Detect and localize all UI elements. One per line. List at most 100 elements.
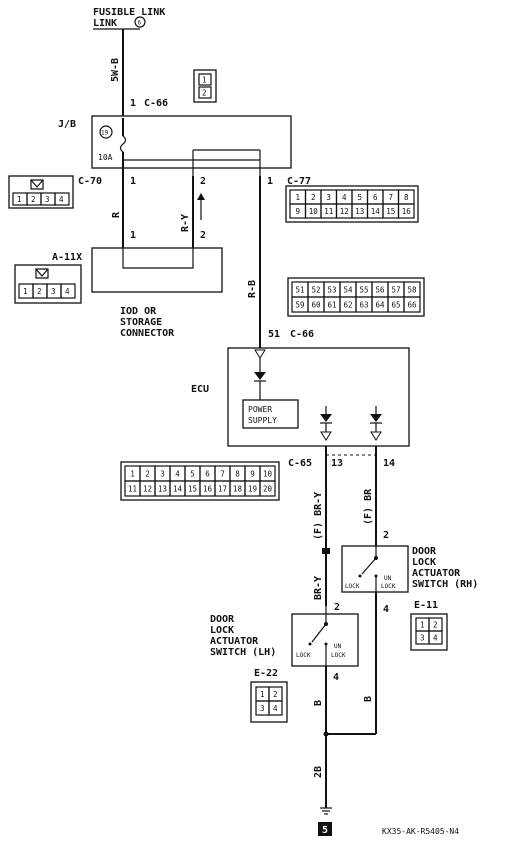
iod-label-line-3: CONNECTOR bbox=[120, 328, 175, 339]
wire-bry-splice bbox=[322, 548, 330, 554]
c66-ecu-face-pin bbox=[403, 296, 421, 313]
ecu-input-pin: 51 bbox=[268, 329, 280, 340]
jb-label: J/B bbox=[58, 119, 76, 130]
iod-pin-1: 1 bbox=[130, 230, 136, 241]
jb-pin-1b: 1 bbox=[267, 176, 273, 187]
c65-face-pin-label: 17 bbox=[218, 485, 227, 494]
c70-face-pin-3-label: 3 bbox=[45, 195, 50, 204]
iod-connector-name: A-11X bbox=[52, 252, 82, 263]
c77-face-pin-label: 13 bbox=[355, 207, 364, 216]
c77-face-pin-label: 16 bbox=[402, 207, 412, 216]
c65-face-pin-label: 7 bbox=[220, 470, 225, 479]
c77-label: C-77 bbox=[287, 176, 311, 187]
c70-face-key bbox=[30, 179, 44, 190]
c70-label: C-70 bbox=[78, 176, 102, 187]
c66-face-top-pin-2-label: 2 bbox=[202, 89, 207, 98]
c66-face-top-pin-2 bbox=[198, 86, 212, 99]
jb-pin-1: 1 bbox=[130, 176, 136, 187]
wire-rb-label: R-B bbox=[247, 280, 258, 298]
e11-face-pin-4-label: 4 bbox=[433, 634, 438, 643]
a11x-face-pin-4-label: 4 bbox=[65, 287, 70, 296]
wire-r-label: R bbox=[111, 211, 122, 218]
a11x-face-key bbox=[35, 268, 49, 279]
c77-face-pin-label: 2 bbox=[311, 193, 316, 202]
c77-face-pin-label: 9 bbox=[295, 207, 300, 216]
fusible-link-number-circle bbox=[134, 16, 146, 28]
c70-face-pin-4-label: 4 bbox=[59, 195, 64, 204]
switch-lh-pin-2: 2 bbox=[334, 602, 340, 613]
switch-rh-state-lock: LOCK bbox=[345, 583, 360, 590]
wire-5wb-label: 5W-B bbox=[110, 58, 121, 82]
c77-face-pin-label: 11 bbox=[324, 207, 333, 216]
c66-ecu-face-pin-label: 59 bbox=[295, 301, 304, 310]
iod-internal-link bbox=[122, 248, 194, 269]
switch-lh-label-3: ACTUATOR bbox=[210, 636, 259, 647]
c65-face-pin-label: 11 bbox=[128, 485, 137, 494]
switch-lh-state-un: UN bbox=[334, 643, 342, 650]
c66-ecu-face-pin-label: 66 bbox=[407, 301, 417, 310]
c66-ecu-face-pin-label: 57 bbox=[391, 286, 400, 295]
power-supply-line-2: SUPPLY bbox=[248, 416, 277, 425]
switch-lh-blade bbox=[311, 623, 327, 643]
c65-face-pin-label: 12 bbox=[143, 485, 152, 494]
ecu-out-pin-13: 13 bbox=[331, 458, 343, 469]
fuse-number-circle bbox=[99, 125, 113, 139]
e22-face-pin-4-label: 4 bbox=[273, 704, 278, 713]
switch-lh-state-lock-2: LOCK bbox=[331, 652, 346, 659]
c65-face-pin-label: 14 bbox=[173, 485, 183, 494]
ecu-label: ECU bbox=[191, 384, 209, 395]
c77-face-pin-label: 8 bbox=[404, 193, 409, 202]
c77-face-pin-label: 10 bbox=[309, 207, 319, 216]
a11x-face-pin-3-label: 3 bbox=[51, 287, 56, 296]
switch-rh-label-3: ACTUATOR bbox=[412, 568, 461, 579]
switch-rh-pin-2: 2 bbox=[383, 530, 389, 541]
c65-face-pin-label: 16 bbox=[203, 485, 213, 494]
ecu-output-arrow-2 bbox=[370, 431, 382, 441]
c77-face-pin-label: 1 bbox=[295, 193, 300, 202]
jb-top-pin: 1 bbox=[130, 98, 136, 109]
c77-face-pin-label: 3 bbox=[326, 193, 331, 202]
wire-bry-label: BR-Y bbox=[313, 576, 324, 600]
c77-face-pin-label: 7 bbox=[388, 193, 393, 202]
iod-pin-2: 2 bbox=[200, 230, 206, 241]
e22-face-pin-4 bbox=[268, 700, 283, 716]
wire-f-bry-label: (F) BR-Y bbox=[313, 492, 324, 540]
a11x-face-pin-4 bbox=[60, 283, 76, 299]
wire-2b-label: 2B bbox=[313, 766, 324, 778]
c65-face-pin bbox=[259, 480, 276, 497]
c65-face-pin-label: 18 bbox=[233, 485, 243, 494]
fuse-number: 19 bbox=[101, 130, 109, 137]
c66-ecu-face-pin-label: 61 bbox=[327, 301, 336, 310]
c77-face-pin-label: 12 bbox=[340, 207, 349, 216]
wire-f-br-label: (F) BR bbox=[363, 488, 374, 525]
c65-face-pin-label: 6 bbox=[205, 470, 210, 479]
ecu-output-arrow-1 bbox=[320, 431, 332, 441]
fuse-element bbox=[119, 135, 127, 153]
c65-face-pin-label: 10 bbox=[263, 470, 273, 479]
switch-lh-label-2: LOCK bbox=[210, 625, 234, 636]
switch-lh-pin-4: 4 bbox=[333, 672, 339, 683]
e22-face-pin-1-label: 1 bbox=[260, 690, 265, 699]
jb-pin-2: 2 bbox=[200, 176, 206, 187]
switch-rh-label-2: LOCK bbox=[412, 557, 436, 568]
diagram-code: KX35-AK-R5405-N4 bbox=[382, 827, 459, 836]
c77-face-pin-label: 5 bbox=[357, 193, 362, 202]
switch-lh-contact-lock bbox=[308, 642, 312, 646]
c65-face-pin-label: 20 bbox=[263, 485, 273, 494]
ecu-output-diode-1 bbox=[320, 414, 332, 422]
ecu-diode-1 bbox=[254, 372, 266, 380]
wire-b-lh-label: B bbox=[313, 700, 324, 706]
c65-face-pin-label: 5 bbox=[190, 470, 195, 479]
c65-face-pin-label: 2 bbox=[145, 470, 150, 479]
jb-top-connector: C-66 bbox=[144, 98, 168, 109]
wire-b-rh-label: B bbox=[363, 696, 374, 702]
ecu-input-connector: C-66 bbox=[290, 329, 314, 340]
c65-face-pin-label: 3 bbox=[160, 470, 165, 479]
c77-face-pin-label: 14 bbox=[371, 207, 381, 216]
c65-face-pin-label: 9 bbox=[250, 470, 255, 479]
c66-ecu-face-pin-label: 65 bbox=[391, 301, 400, 310]
